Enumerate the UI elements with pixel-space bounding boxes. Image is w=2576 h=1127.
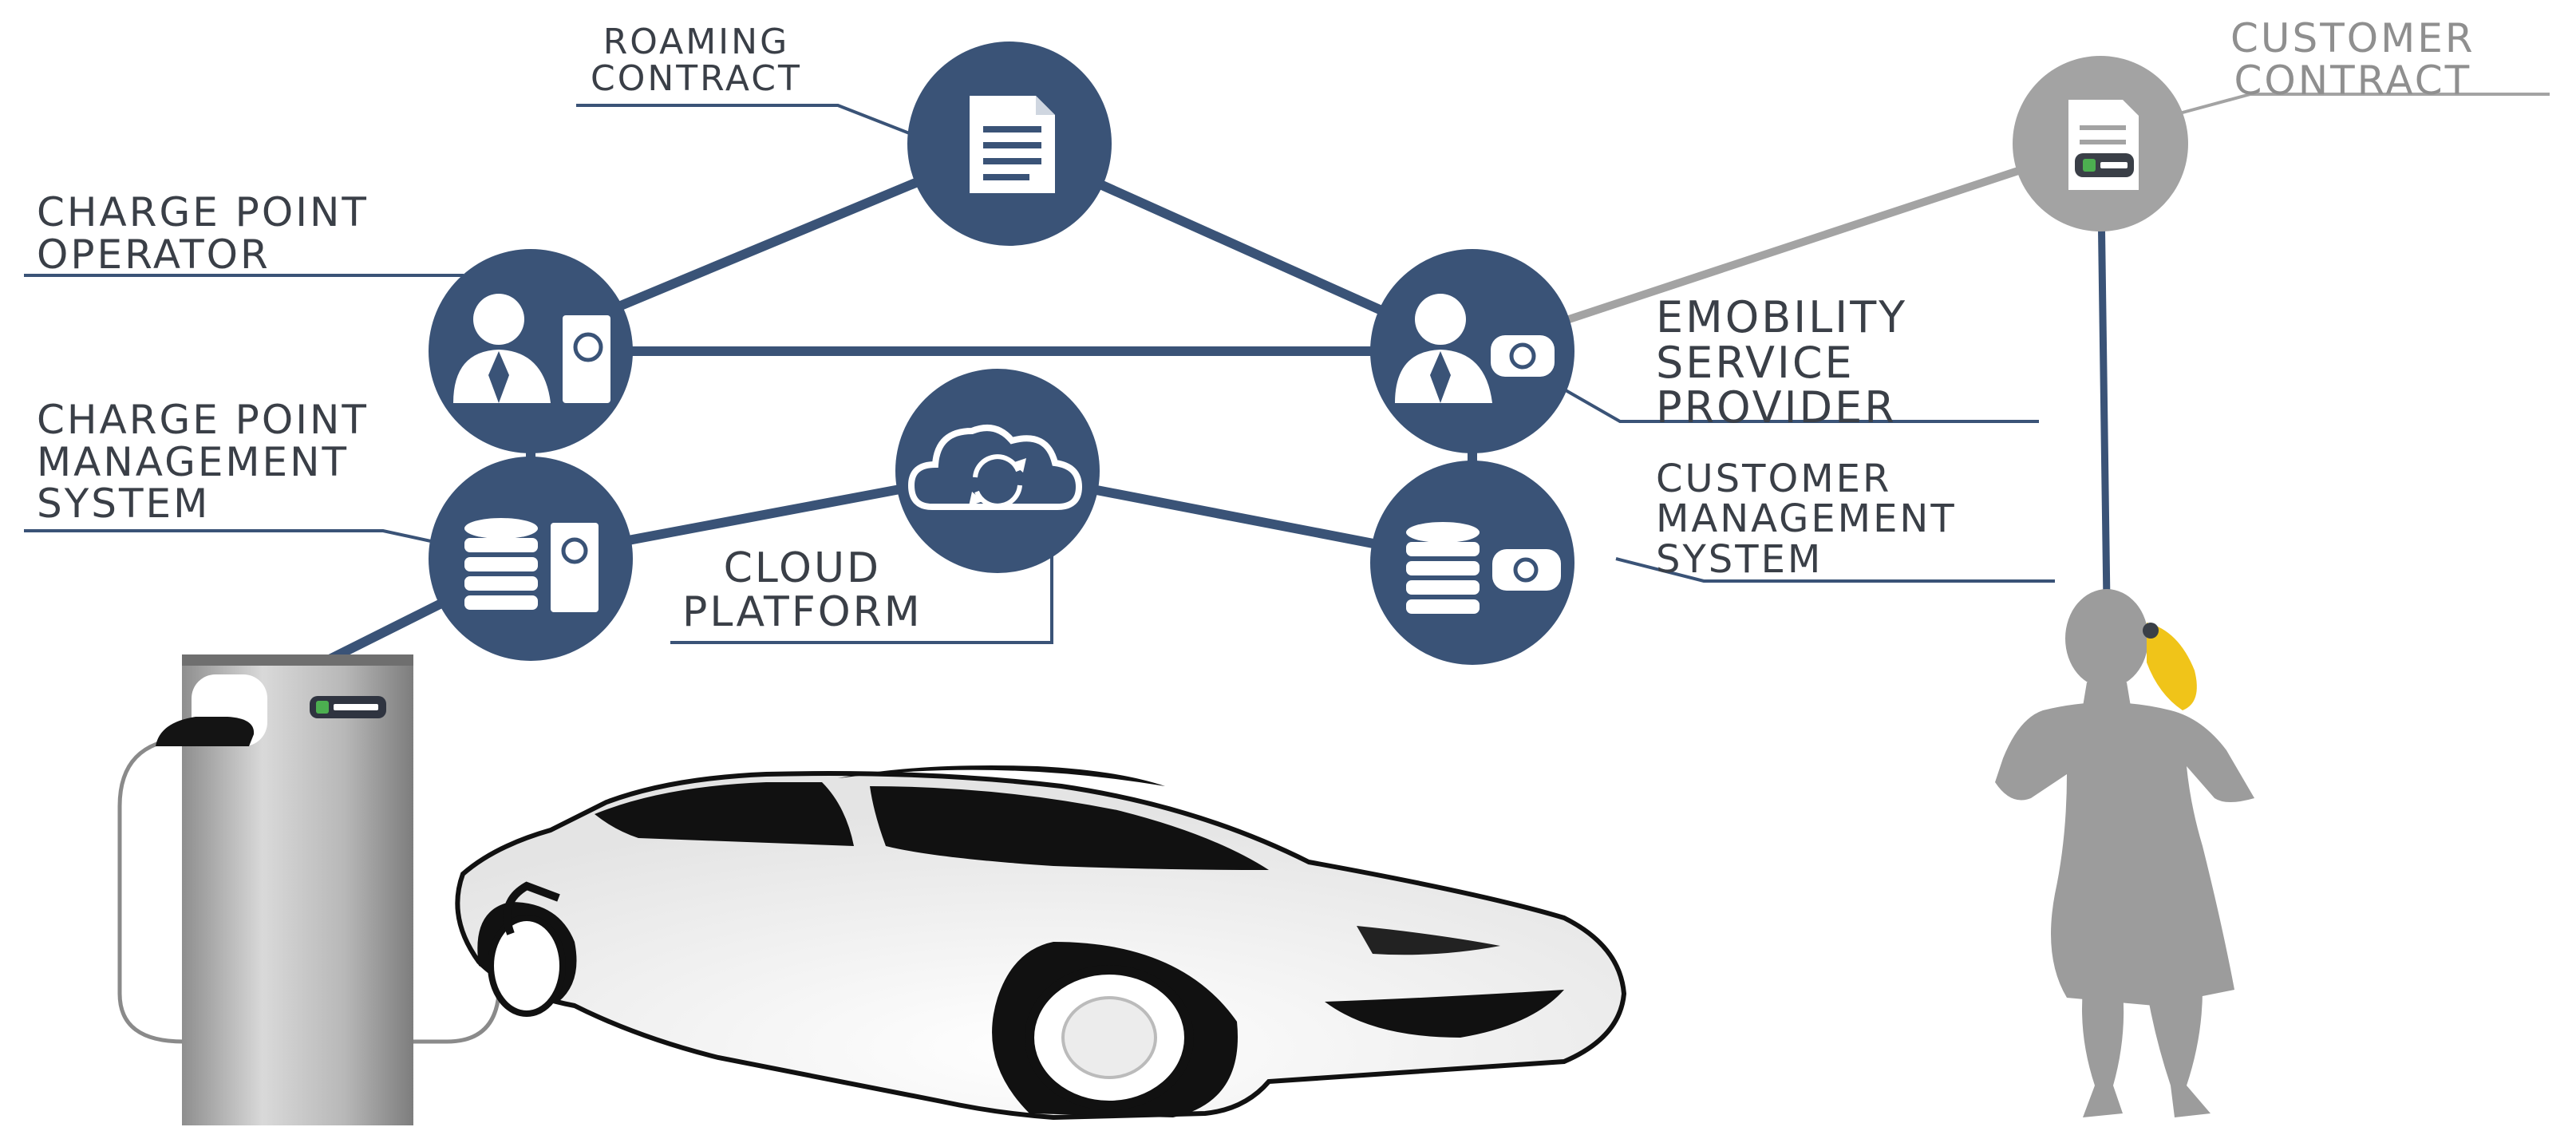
label-line: MANAGEMENT xyxy=(37,438,350,485)
node-charge-point-management-system xyxy=(429,457,633,661)
label-line: CUSTOMER xyxy=(1656,457,1892,501)
leader-line-customer-contract xyxy=(2170,93,2550,117)
node-customer-contract xyxy=(2013,56,2188,231)
label-line: CHARGE POINT xyxy=(37,189,369,235)
label-customer-management-system: CUSTOMER MANAGEMENT SYSTEM xyxy=(1656,457,1957,582)
label-line: PROVIDER xyxy=(1656,382,1897,433)
document-icon xyxy=(970,96,1055,193)
label-line: CHARGE POINT xyxy=(37,397,369,443)
database-charger-icon xyxy=(464,518,599,612)
line-contract-to-provider xyxy=(1471,140,2102,355)
label-line: PLATFORM xyxy=(682,587,923,636)
label-line: OPERATOR xyxy=(37,231,271,278)
label-line: SYSTEM xyxy=(37,480,211,527)
label-line: MANAGEMENT xyxy=(1656,496,1957,542)
label-charge-point-management-system: CHARGE POINT MANAGEMENT SYSTEM xyxy=(37,399,369,525)
label-charge-point-operator: CHARGE POINT OPERATOR xyxy=(37,192,369,275)
contract-card-icon xyxy=(2068,100,2139,190)
node-roaming-contract xyxy=(907,42,1112,246)
node-cloud-platform xyxy=(895,369,1100,573)
operator-icon xyxy=(453,294,610,403)
label-line: CUSTOMER xyxy=(2230,15,2475,61)
database-card-icon xyxy=(1406,522,1561,614)
label-customer-contract: CUSTOMER CONTRACT xyxy=(2230,18,2475,101)
node-customer-management-system xyxy=(1370,461,1574,665)
charging-station-icon xyxy=(113,654,505,1125)
label-line: EMOBILITY xyxy=(1656,292,1908,342)
service-provider-icon xyxy=(1395,294,1555,403)
cloud-sync-icon xyxy=(907,425,1083,510)
customer-silhouette-icon xyxy=(1995,589,2254,1117)
label-cloud-platform: CLOUD PLATFORM xyxy=(682,547,923,634)
label-roaming-contract: ROAMING CONTRACT xyxy=(591,22,802,100)
label-line: CLOUD xyxy=(723,544,882,592)
electric-car-icon xyxy=(455,765,1627,1121)
label-line: CONTRACT xyxy=(2234,57,2472,104)
label-emobility-service-provider: EMOBILITY SERVICE PROVIDER xyxy=(1656,295,1907,431)
label-line: ROAMING xyxy=(603,22,790,62)
node-charge-point-operator xyxy=(429,249,633,453)
node-emobility-service-provider xyxy=(1370,249,1574,453)
label-line: SYSTEM xyxy=(1656,536,1823,582)
label-line: SERVICE xyxy=(1656,337,1855,388)
label-line: CONTRACT xyxy=(591,58,802,100)
